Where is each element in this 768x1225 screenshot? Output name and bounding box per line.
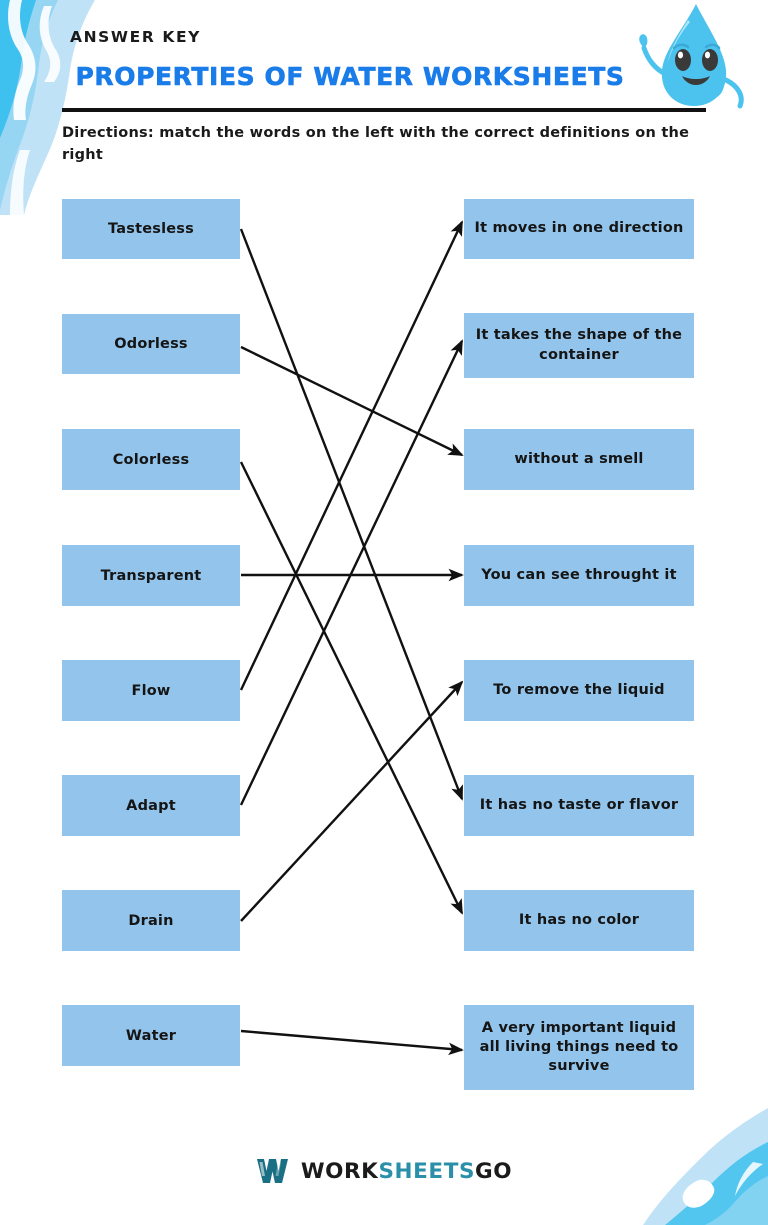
term-label: Water	[125, 1027, 177, 1044]
definition-label: To remove the liquid	[493, 681, 665, 698]
term-box-tastesless[interactable]: Tastesless	[62, 199, 240, 259]
term-label: Drain	[128, 912, 174, 929]
definition-label: A very important liquid all living thing…	[479, 1019, 679, 1075]
connector-flow-one-direction	[239, 220, 464, 691]
definition-label: It moves in one direction	[474, 220, 684, 237]
connector-odorless-without-smell	[240, 345, 464, 457]
term-box-transparent[interactable]: Transparent	[62, 545, 240, 606]
definition-box-see-through[interactable]: You can see throught it	[464, 545, 694, 606]
directions-text: Directions: match the words on the left …	[62, 125, 690, 164]
definition-label: You can see throught it	[481, 566, 677, 583]
brand-part-work: WORK	[300, 1158, 379, 1184]
term-label: Transparent	[100, 567, 202, 584]
definition-label: It has no taste or flavor	[479, 796, 679, 813]
brand-wordmark: WORKSHEETSGO	[301, 1159, 512, 1184]
brand-part-go: GO	[475, 1158, 513, 1184]
term-box-colorless[interactable]: Colorless	[62, 429, 240, 490]
term-label: Tastesless	[108, 221, 194, 237]
definition-box-important-liquid[interactable]: A very important liquid all living thing…	[464, 1005, 694, 1090]
connector-colorless-no-color	[239, 461, 464, 915]
definition-box-shape-container[interactable]: It takes the shape of the container	[464, 313, 694, 378]
connector-water-important-liquid	[240, 1029, 464, 1056]
term-label: Adapt	[126, 797, 176, 814]
connector-tastesless-no-taste	[239, 228, 464, 801]
brand-part-sheets: SHEETS	[378, 1158, 476, 1184]
term-box-drain[interactable]: Drain	[62, 890, 240, 951]
term-box-water[interactable]: Water	[62, 1005, 240, 1066]
answer-key-label: ANSWER KEY	[70, 28, 201, 46]
connector-adapt-shape-container	[239, 339, 464, 806]
term-box-odorless[interactable]: Odorless	[62, 314, 240, 374]
connector-drain-remove-liquid	[240, 680, 464, 922]
water-droplet-mascot-icon	[639, 4, 744, 109]
definition-label: It takes the shape of the container	[475, 327, 683, 363]
term-label: Odorless	[114, 336, 188, 352]
term-label: Flow	[131, 682, 171, 699]
definition-box-no-color[interactable]: It has no color	[464, 890, 694, 951]
page-title: PROPERTIES OF WATER WORKSHEETS	[75, 62, 625, 92]
title-divider	[62, 108, 706, 112]
definition-box-without-smell[interactable]: without a smell	[464, 429, 694, 490]
definition-box-remove-liquid[interactable]: To remove the liquid	[464, 660, 694, 721]
term-box-adapt[interactable]: Adapt	[62, 775, 240, 836]
footer-brand-logo: WORKSHEETSGO	[0, 1158, 768, 1184]
worksheetsgo-mark-icon	[256, 1159, 288, 1183]
term-label: Colorless	[112, 451, 190, 468]
definition-box-one-direction[interactable]: It moves in one direction	[464, 199, 694, 259]
definition-box-no-taste[interactable]: It has no taste or flavor	[464, 775, 694, 836]
definition-label: It has no color	[518, 911, 640, 928]
definition-label: without a smell	[514, 450, 644, 467]
term-box-flow[interactable]: Flow	[62, 660, 240, 721]
